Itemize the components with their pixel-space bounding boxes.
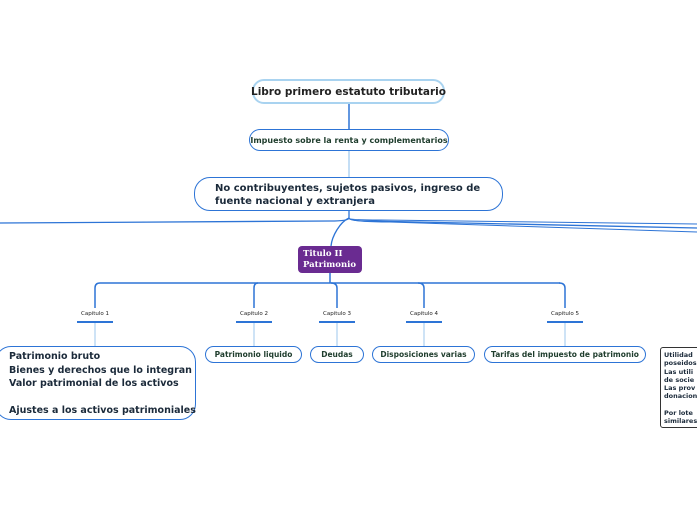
connector-bus-cap1 (94, 282, 101, 308)
chapter1-line-5: Ajustes a los activos patrimoniales (9, 405, 196, 416)
side-line-8: Por lote (664, 409, 693, 418)
chapter-label-2[interactable]: Capitulo 2 (239, 311, 268, 317)
titulo-line2: Patrimonio (303, 260, 357, 270)
connector-level2-right-2 (348, 217, 697, 225)
chapter-label-1[interactable]: Capitulo 1 (80, 311, 109, 317)
chapter4-node-label: Disposiciones varias (380, 350, 467, 359)
chapter1-line-3: Valor patrimonial de los activos (9, 378, 179, 389)
chapter2-node[interactable]: Patrimonio liquido (205, 346, 302, 363)
titulo-node[interactable]: Titulo II Patrimonio (298, 246, 362, 273)
side-line-5: Las prov (664, 384, 696, 393)
root-label: Libro primero estatuto tributario (251, 85, 446, 98)
root-node[interactable]: Libro primero estatuto tributario (251, 79, 446, 104)
connector-bus-cap2 (253, 282, 259, 308)
chapter1-node[interactable]: Patrimonio bruto Bienes y derechos que l… (0, 346, 196, 420)
side-line-gap (664, 401, 697, 409)
chapter3-node[interactable]: Deudas (310, 346, 364, 363)
chapter-label-4[interactable]: Capitulo 4 (409, 311, 438, 317)
level1-node[interactable]: Impuesto sobre la renta y complementario… (249, 129, 449, 151)
chapter2-node-label: Patrimonio liquido (214, 350, 293, 359)
connector-bus-cap4 (417, 282, 425, 308)
chapter-underline-4 (406, 321, 442, 323)
chapter-label-3[interactable]: Capitulo 3 (322, 311, 351, 317)
chapter3-node-label: Deudas (321, 350, 353, 359)
connector-bus-cap3 (330, 282, 338, 308)
chapter-label-5[interactable]: Capitulo 5 (550, 311, 579, 317)
connector-level2-titulo (330, 217, 350, 247)
chapter-underline-1 (77, 321, 113, 323)
side-line-4: de socie (664, 375, 695, 384)
side-line-1: Utilidad (664, 351, 693, 359)
chapter-underline-3 (319, 321, 355, 323)
connector-bus-cap5 (558, 282, 566, 308)
chapter-underline-5 (547, 321, 583, 323)
side-line-2: poseidos (664, 359, 697, 368)
side-line-9: similares (664, 417, 697, 426)
chapter4-node[interactable]: Disposiciones varias (372, 346, 475, 363)
chapter5-node[interactable]: Tarifas del impuesto de patrimonio (484, 346, 646, 363)
side-line-3: Las utili (664, 367, 694, 376)
side-node[interactable]: Utilidad poseidos Las utili de socie Las… (660, 347, 697, 428)
side-line-6: donacion (664, 392, 697, 401)
level2-node[interactable]: No contribuyentes, sujetos pasivos, ingr… (194, 177, 503, 211)
connector-level2-right-3 (348, 217, 697, 233)
chapter1-line-2: Bienes y derechos que lo integran (9, 364, 192, 376)
chapter5-node-label: Tarifas del impuesto de patrimonio (491, 350, 639, 359)
chapter-underline-2 (236, 321, 272, 323)
connector-level2-left (0, 211, 350, 224)
chapter1-line-gap (9, 391, 195, 405)
level1-label: Impuesto sobre la renta y complementario… (250, 135, 448, 145)
chapter1-line-1: Patrimonio bruto (9, 351, 101, 362)
level2-label: No contribuyentes, sujetos pasivos, ingr… (215, 183, 481, 207)
titulo-line1: Titulo II (303, 249, 343, 259)
